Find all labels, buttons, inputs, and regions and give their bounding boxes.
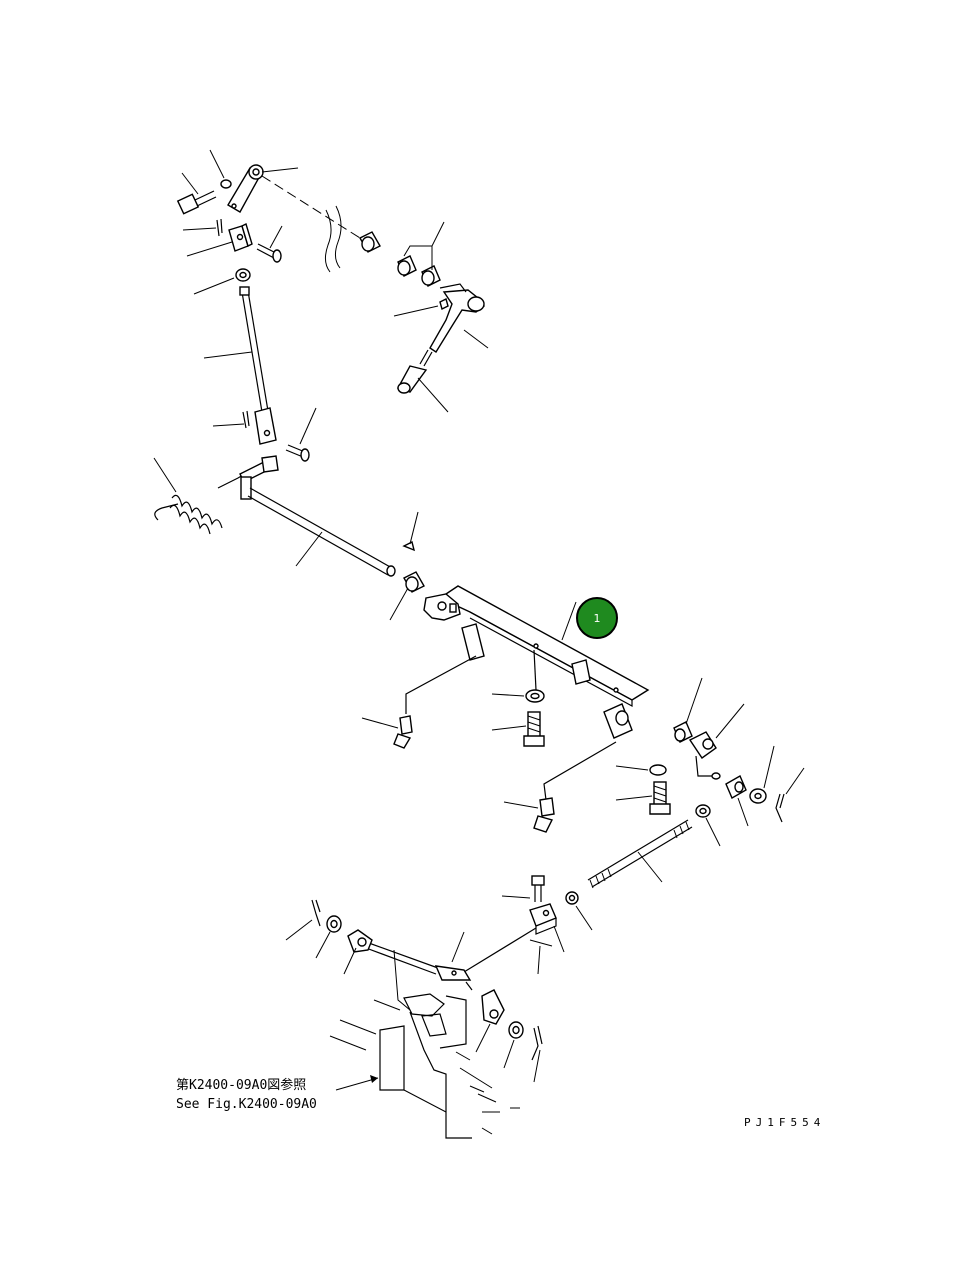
pin-lower-right [531, 1025, 543, 1061]
main-bracket [403, 571, 693, 743]
callout-number: 1 [594, 612, 601, 625]
castle-nut [749, 788, 767, 804]
ball-joint-rod [565, 731, 785, 905]
pin-bolt-upper [256, 243, 282, 263]
reference-en: See Fig.K2400-09A0 [176, 1097, 317, 1112]
reference-jp: 第K2400-09A0図参照 [176, 1077, 306, 1093]
bushing-shaft [403, 571, 425, 593]
bolt-mid [523, 711, 545, 747]
bushing-1 [359, 231, 381, 253]
spring [154, 471, 249, 535]
mounting-hardware [523, 689, 671, 815]
rod-vertical [239, 286, 269, 413]
cross-shaft [247, 487, 396, 577]
socket [725, 775, 747, 799]
upper-left-linkage [176, 164, 361, 462]
callout-1[interactable]: 1 [576, 597, 618, 639]
drawing-code: PJ1F554 [744, 1116, 825, 1129]
base-structure [329, 949, 520, 1139]
bolt-right [649, 781, 671, 815]
lever-upper [227, 164, 264, 213]
rod-end-yoke [254, 407, 277, 445]
bolt-lower [531, 875, 545, 902]
nut-rod [695, 804, 711, 818]
shaft-bracket [239, 455, 279, 500]
bushing-2 [397, 255, 417, 277]
knob [396, 365, 428, 394]
bushing-end [673, 721, 693, 743]
nut-upper [235, 268, 251, 282]
hand-lever [419, 283, 485, 367]
grease-fittings [393, 655, 617, 833]
lever-lower-right [481, 989, 505, 1025]
pin-bolt-lower [285, 444, 310, 462]
pin-rod [242, 410, 250, 429]
block-lower [529, 903, 557, 935]
bolt-upper [176, 190, 217, 215]
washer-lower-left [326, 915, 342, 933]
shaft-key [402, 540, 416, 552]
spring-shaft-assembly [154, 455, 416, 577]
turnbuckle [434, 965, 473, 991]
leader-lines [153, 149, 805, 1091]
nut-rod-lower [565, 891, 579, 905]
lower-linkage [311, 875, 557, 1139]
lever-lower-left [347, 929, 373, 953]
ball-joint [688, 731, 721, 780]
pin-upper [216, 218, 223, 237]
pin-lower-left [311, 899, 321, 927]
washer-lower-right [508, 1021, 524, 1039]
washer-upper [220, 179, 232, 189]
upper-right-linkage [359, 231, 485, 394]
clevis-block [228, 223, 253, 252]
washer-right [649, 764, 667, 776]
cotter-pin-right [775, 793, 785, 823]
key [439, 297, 449, 311]
bushing-3 [421, 265, 441, 287]
